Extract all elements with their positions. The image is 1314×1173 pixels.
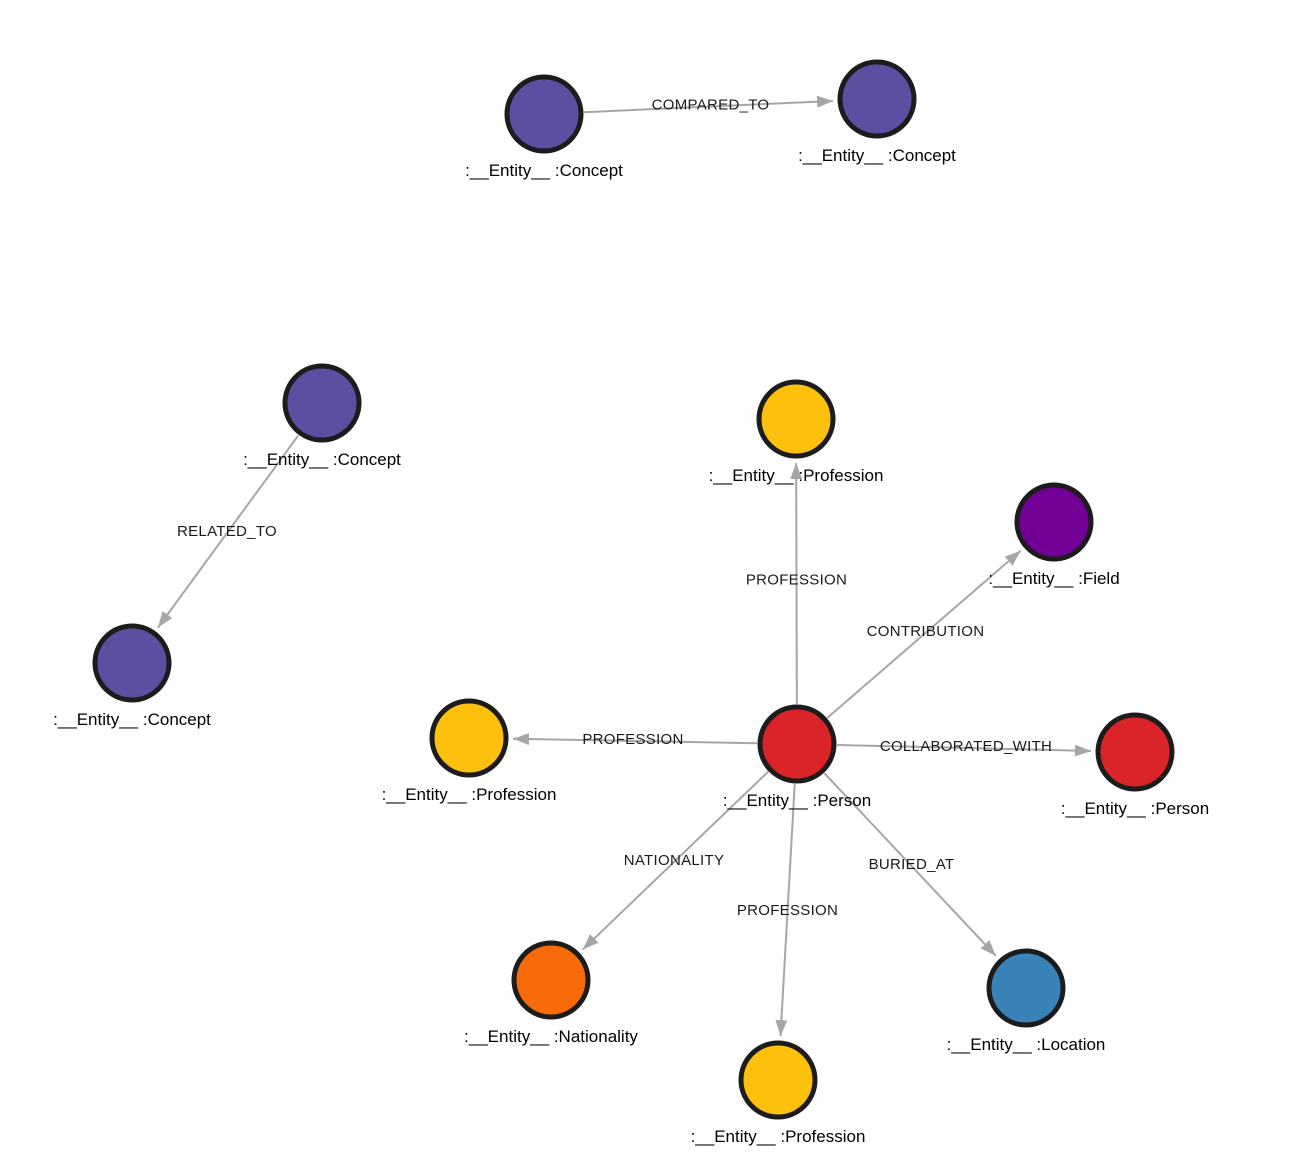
edges-layer bbox=[157, 95, 1092, 1037]
node-profession-top[interactable] bbox=[756, 379, 836, 459]
node-labels-layer: :__Entity__ :Concept :__Entity__ :Concept… bbox=[53, 146, 1209, 1146]
edge-label-person-center-to-person-right[interactable]: COLLABORATED_WITH bbox=[880, 738, 1052, 755]
node-person-right[interactable] bbox=[1095, 712, 1175, 792]
edge-person-center-to-location-1[interactable] bbox=[823, 772, 997, 957]
node-caption-person-center: :__Entity__ :Person bbox=[723, 791, 871, 810]
node-caption-field-1: :__Entity__ :Field bbox=[988, 569, 1119, 588]
node-nationality-1[interactable] bbox=[511, 940, 591, 1020]
edge-person-center-to-profession-left[interactable] bbox=[512, 733, 758, 746]
edge-person-center-to-profession-top[interactable] bbox=[790, 462, 803, 705]
node-person-center[interactable] bbox=[757, 704, 837, 784]
node-caption-location-1: :__Entity__ :Location bbox=[947, 1035, 1106, 1054]
edge-concept-mid-to-concept-low[interactable] bbox=[157, 434, 300, 629]
edge-labels-layer: COMPARED_TO RELATED_TO PROFESSION CONTRIBUT… bbox=[177, 97, 1052, 920]
edge-label-concept-top-left-to-concept-top-right[interactable]: COMPARED_TO bbox=[652, 97, 770, 114]
node-concept-top-left[interactable] bbox=[504, 74, 584, 154]
edge-label-person-center-to-profession-left[interactable]: PROFESSION bbox=[582, 731, 683, 748]
node-caption-nationality-1: :__Entity__ :Nationality bbox=[464, 1027, 638, 1046]
edge-person-center-to-nationality-1[interactable] bbox=[582, 770, 769, 951]
edge-label-person-center-to-nationality-1[interactable]: NATIONALITY bbox=[624, 852, 725, 869]
node-caption-profession-top: :__Entity__ :Profession bbox=[709, 466, 884, 485]
node-field-1[interactable] bbox=[1014, 482, 1094, 562]
node-caption-concept-top-right: :__Entity__ :Concept bbox=[798, 146, 956, 165]
edge-label-person-center-to-profession-bottom[interactable]: PROFESSION bbox=[737, 902, 838, 919]
edge-concept-top-left-to-concept-top-right[interactable] bbox=[583, 95, 834, 114]
edge-label-person-center-to-field-1[interactable]: CONTRIBUTION bbox=[867, 623, 985, 640]
node-profession-bottom[interactable] bbox=[738, 1040, 818, 1120]
edge-label-person-center-to-profession-top[interactable]: PROFESSION bbox=[746, 572, 847, 589]
edge-person-center-to-profession-bottom[interactable] bbox=[775, 783, 796, 1037]
node-caption-profession-bottom: :__Entity__ :Profession bbox=[691, 1127, 866, 1146]
node-profession-left[interactable] bbox=[429, 698, 509, 778]
node-concept-low[interactable] bbox=[92, 623, 172, 703]
node-concept-top-right[interactable] bbox=[837, 59, 917, 139]
node-location-1[interactable] bbox=[986, 948, 1066, 1028]
nodes-layer bbox=[92, 59, 1175, 1120]
edge-label-person-center-to-location-1[interactable]: BURIED_AT bbox=[869, 856, 955, 873]
edge-person-center-to-person-right[interactable] bbox=[836, 743, 1092, 757]
node-caption-concept-low: :__Entity__ :Concept bbox=[53, 710, 211, 729]
node-concept-mid[interactable] bbox=[282, 363, 362, 443]
node-caption-concept-mid: :__Entity__ :Concept bbox=[243, 450, 401, 469]
node-caption-concept-top-left: :__Entity__ :Concept bbox=[465, 161, 623, 180]
node-caption-profession-left: :__Entity__ :Profession bbox=[382, 785, 557, 804]
edge-label-concept-mid-to-concept-low[interactable]: RELATED_TO bbox=[177, 523, 277, 540]
edge-person-center-to-field-1[interactable] bbox=[826, 550, 1022, 719]
node-caption-person-right: :__Entity__ :Person bbox=[1061, 799, 1209, 818]
